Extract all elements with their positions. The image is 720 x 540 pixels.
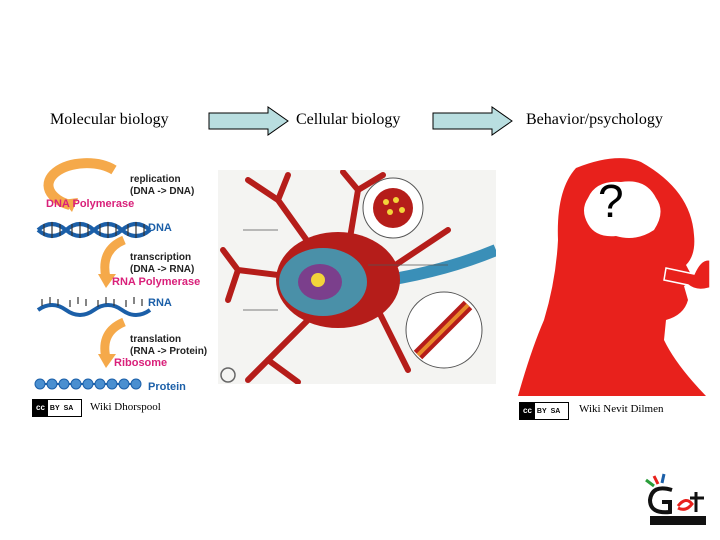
credit-wiki-nevit-dilmen: Wiki Nevit Dilmen	[579, 403, 664, 415]
central-dogma-illustration: replication (DNA -> DNA) DNA Polymerase …	[30, 150, 210, 400]
label-translation-sub: (RNA -> Protein)	[130, 346, 208, 357]
neuron-cell-illustration	[218, 170, 496, 384]
heading-molecular-biology: Molecular biology	[50, 111, 169, 128]
heading-behavior-psychology: Behavior/psychology	[526, 111, 663, 128]
head-silhouette-illustration: ?	[516, 150, 710, 396]
label-ribosome: Ribosome	[114, 357, 168, 369]
heading-cellular-biology: Cellular biology	[296, 111, 401, 128]
label-protein: Protein	[148, 381, 186, 393]
label-rna-polymerase: RNA Polymerase	[112, 276, 201, 288]
logo-icon	[645, 473, 706, 525]
question-mark-icon: ?	[598, 175, 624, 227]
flow-arrow-2	[432, 106, 513, 136]
credit-wiki-dhorspool: Wiki Dhorspool	[90, 401, 161, 413]
flow-arrow-1	[208, 106, 289, 136]
sa-label: SA	[63, 404, 74, 412]
cc-label: cc	[520, 403, 535, 419]
label-dna-polymerase: DNA Polymerase	[46, 198, 135, 210]
by-label: BY	[536, 407, 547, 415]
cc-by-sa-badge-right: cc BY SA	[519, 402, 569, 420]
label-dna: DNA	[148, 222, 172, 234]
sa-label: SA	[550, 407, 561, 415]
cc-by-sa-badge-left: cc BY SA	[32, 399, 82, 417]
by-label: BY	[49, 404, 60, 412]
label-rna: RNA	[148, 297, 172, 309]
label-transcription: transcription	[130, 252, 192, 263]
label-replication-sub: (DNA -> DNA)	[130, 186, 195, 197]
cc-label: cc	[33, 400, 48, 416]
label-transcription-sub: (DNA -> RNA)	[130, 264, 195, 275]
label-translation: translation	[130, 334, 182, 345]
label-replication: replication	[130, 174, 181, 185]
